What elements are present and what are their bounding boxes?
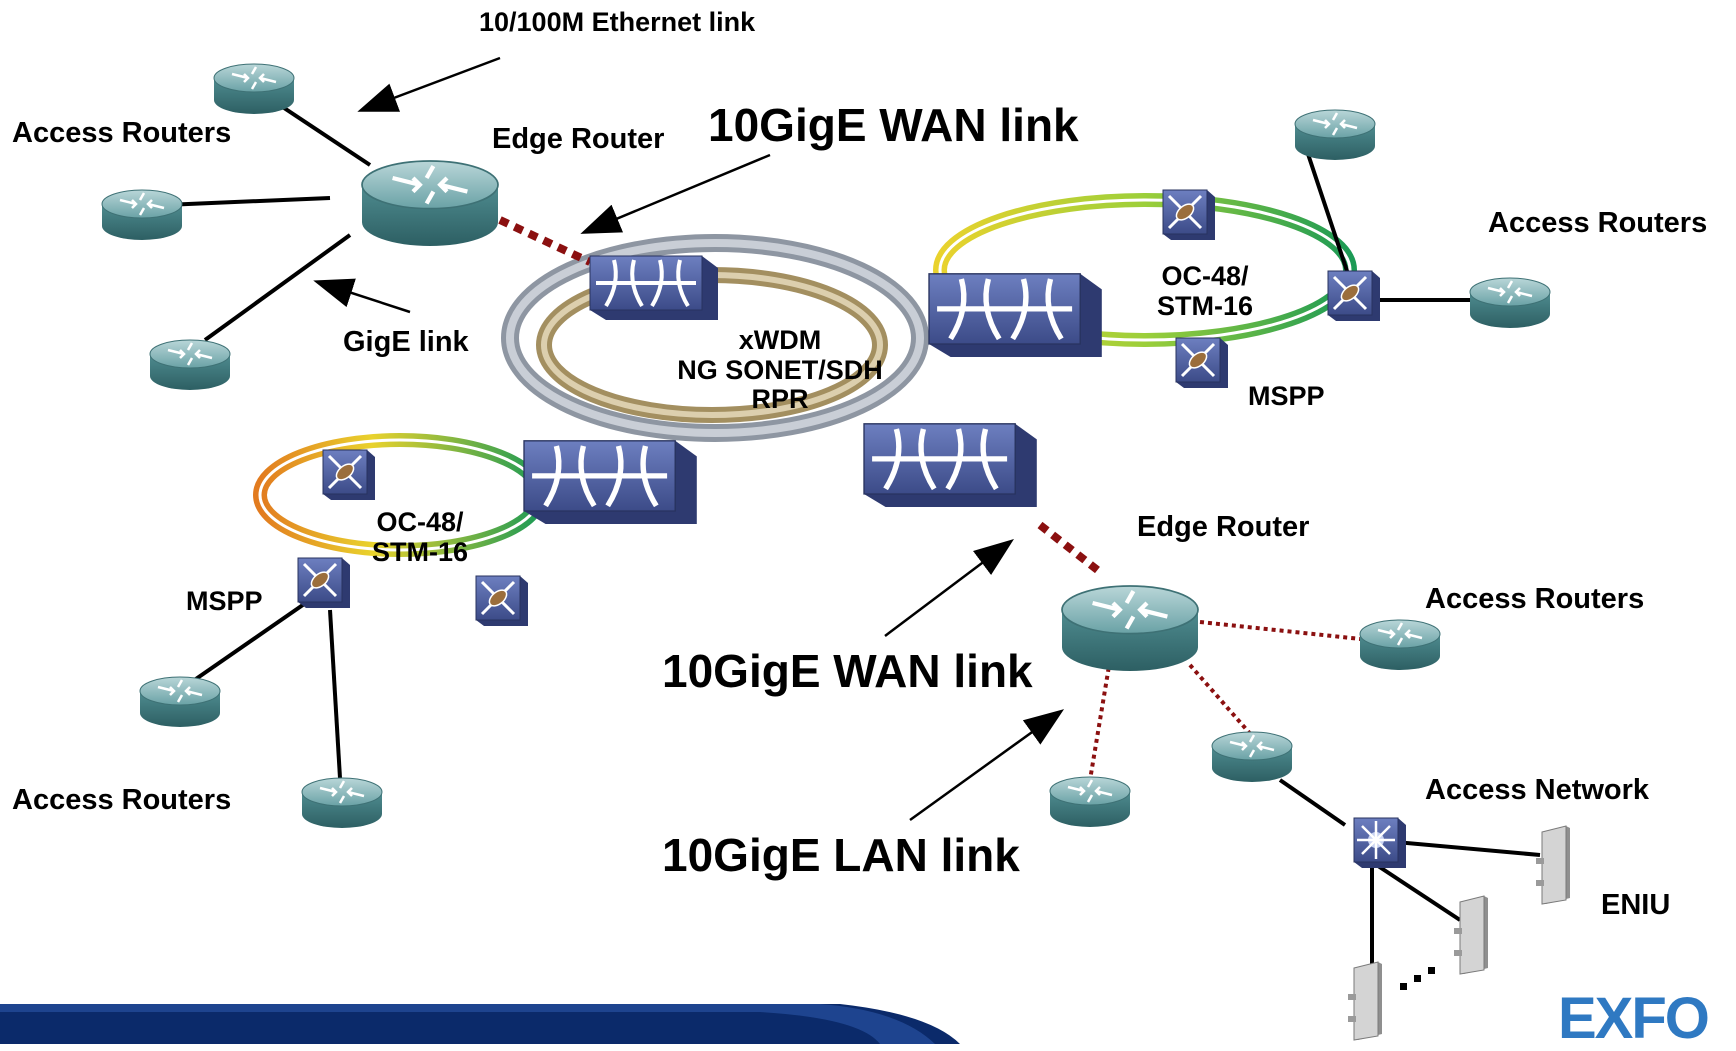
oc48-line-1: OC-48/ [1161,261,1249,291]
router-icon[interactable] [1468,276,1552,330]
access-routers-label-top-left: Access Routers [12,117,232,149]
mspp-left-west[interactable] [296,556,352,610]
edge-router-label-top: Edge Router [492,123,665,155]
gige-link-label: GigE link [343,326,469,358]
core-label-line-2: NG SONET/SDH [677,354,883,385]
mspp-right-bottom[interactable] [1174,336,1230,390]
edge-router-label-bottom: Edge Router [1137,511,1310,543]
router-icon[interactable] [1048,775,1132,829]
bottom-banner [0,1004,960,1044]
mspp-left-bottom[interactable] [474,574,530,628]
router-icon[interactable] [100,188,184,242]
lan-link-label: 10GigE LAN link [662,829,1020,881]
router-icon[interactable] [300,776,384,830]
router-icon[interactable] [212,62,296,116]
core-label-line-1: xWDM [738,325,822,355]
router-icon[interactable] [1293,108,1377,162]
eniu-icon[interactable] [1453,895,1489,975]
core-ring [501,234,929,442]
edge-router-top-icon[interactable] [362,161,498,246]
mspp-ring-right [933,193,1357,347]
edge-router-bottom-icon[interactable] [1062,586,1198,671]
mspp-label-right: MSPP [1248,381,1325,411]
core-technology-label: xWDM NG SONET/SDH RPR [640,325,920,415]
eniu-label: ENIU [1601,889,1671,921]
core-adm-bottom-left[interactable] [524,441,697,524]
exfo-logo: EXFO [1558,986,1710,1051]
oc48-line-2: STM-16 [1156,290,1254,321]
ethernet-link-label: 10/100M Ethernet link [479,7,756,37]
core-adm-top-right[interactable] [929,274,1102,357]
layer3-switch-icon[interactable] [1352,816,1408,870]
core-adm-bottom-right[interactable] [864,424,1037,507]
router-icon[interactable] [1210,730,1294,784]
oc48-label-right: OC-48/ STM-16 [1140,261,1270,321]
access-routers-label-bottom-right: Access Routers [1425,583,1645,615]
core-adm-top-left[interactable] [588,254,720,322]
oc48-label-left: OC-48/ STM-16 [355,507,485,567]
access-network-label: Access Network [1425,774,1650,806]
router-icon[interactable] [148,338,232,392]
annotation-arrows [313,56,1065,822]
wan-link-label-top: 10GigE WAN link [708,99,1079,151]
core-label-line-3: RPR [751,384,809,415]
mspp-label-left: MSPP [186,586,263,616]
access-routers-label-top-right: Access Routers [1488,207,1708,239]
oc48-line-2: STM-16 [371,536,469,567]
mspp-right-top[interactable] [1161,188,1217,242]
ellipsis-dots [1400,967,1435,990]
router-icon[interactable] [138,675,222,729]
router-icon[interactable] [1358,618,1442,672]
eniu-icon[interactable] [1535,825,1571,905]
mspp-left-top[interactable] [321,448,377,502]
mspp-right-east[interactable] [1326,269,1382,323]
oc48-line-1: OC-48/ [376,507,464,537]
wan-link-label-bottom: 10GigE WAN link [662,645,1033,697]
access-routers-label-bottom-left: Access Routers [12,784,232,816]
